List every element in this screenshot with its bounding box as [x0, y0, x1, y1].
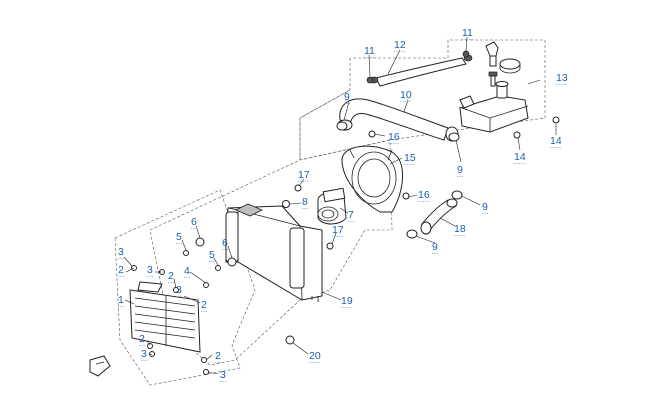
- label-11-upper-right: 11: [462, 27, 473, 39]
- label-5-left: 5: [176, 231, 182, 243]
- label-9-right-lower: 9: [482, 201, 488, 213]
- overflow-reservoir: [459, 81, 529, 133]
- fan-shroud: [341, 145, 404, 213]
- label-10: 10: [400, 89, 412, 101]
- label-2-top-left: 2: [118, 264, 124, 276]
- leader-lines: [123, 36, 557, 375]
- fan-motor: [317, 187, 347, 225]
- hose-group-outline: [299, 89, 351, 160]
- label-2-mid: 2: [201, 299, 207, 311]
- label-13: 13: [556, 72, 568, 84]
- label-2-bottom-left: 2: [139, 333, 145, 345]
- label-3-top-left: 3: [118, 246, 124, 258]
- label-14-upper: 14: [550, 135, 562, 147]
- overflow-hose: [369, 54, 473, 87]
- mounting-bracket: [89, 355, 111, 377]
- label-20: 20: [309, 350, 321, 362]
- label-3-top-mid: 3: [147, 264, 153, 276]
- label-15: 15: [404, 152, 416, 164]
- label-2-top-mid: 2: [168, 270, 174, 282]
- label-6-right: 6: [222, 237, 228, 249]
- grille-group-outline: [114, 189, 256, 386]
- label-9-bottom: 9: [432, 241, 438, 253]
- label-16-lower: 16: [418, 189, 430, 201]
- label-3-bottom-left: 3: [141, 348, 147, 360]
- label-8: 8: [302, 196, 308, 208]
- label-3-bottom-right: 3: [220, 369, 226, 381]
- label-17-upper: 17: [298, 169, 310, 181]
- label-9-top: 9: [344, 91, 350, 103]
- breather-fitting: [485, 41, 499, 87]
- radiator-grille: [129, 281, 201, 353]
- label-3-mid: 3: [176, 284, 182, 296]
- label-11-upper-left: 11: [364, 45, 375, 57]
- part-labels: 11 12 11 13 9 10 16 9 14 14 15 16 9 18 9…: [118, 27, 568, 382]
- label-19: 19: [341, 295, 353, 307]
- label-16-upper: 16: [388, 131, 400, 143]
- label-12: 12: [394, 39, 406, 51]
- label-17-lower: 17: [332, 224, 344, 236]
- label-5-right: 5: [209, 249, 215, 261]
- label-4: 4: [184, 265, 190, 277]
- radiator: [225, 203, 323, 302]
- reservoir-cap: [499, 58, 521, 74]
- label-6-left: 6: [191, 216, 197, 228]
- label-2-bottom-right: 2: [215, 350, 221, 362]
- label-18: 18: [454, 223, 466, 235]
- lower-coolant-hose: [420, 198, 458, 235]
- label-14-lower: 14: [514, 151, 526, 163]
- label-7: 7: [348, 209, 354, 221]
- label-9-right-upper: 9: [457, 164, 463, 176]
- label-1: 1: [118, 294, 124, 306]
